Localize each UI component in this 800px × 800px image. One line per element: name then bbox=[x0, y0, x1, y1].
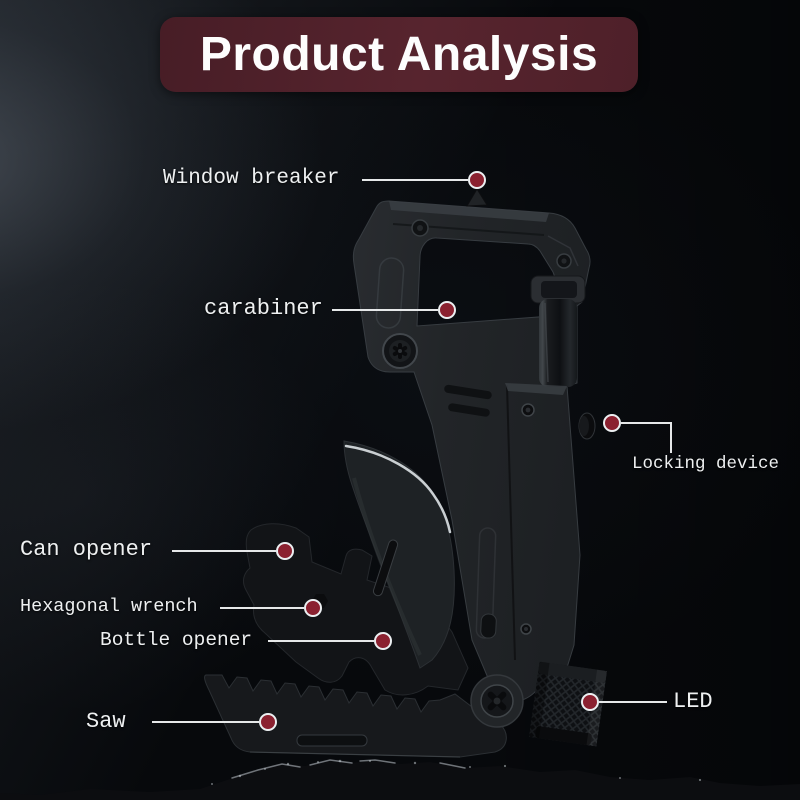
saw-slot bbox=[296, 734, 368, 747]
knife-blade bbox=[343, 440, 455, 669]
window-breaker-tip bbox=[466, 188, 488, 207]
body-screw bbox=[521, 403, 535, 417]
torx-screw bbox=[382, 333, 418, 369]
title-banner: Product Analysis bbox=[160, 17, 638, 92]
label-saw: Saw bbox=[86, 709, 126, 734]
gate-cylinder bbox=[530, 275, 586, 387]
callout-dot-icon bbox=[438, 301, 456, 319]
callout-dot-icon bbox=[304, 599, 322, 617]
callout-dot-icon bbox=[374, 632, 392, 650]
multitool-plate bbox=[242, 523, 469, 696]
leader-line-hexagonal-wrench bbox=[220, 607, 304, 609]
leader-line-carabiner bbox=[332, 309, 438, 311]
vent-slot bbox=[448, 403, 490, 417]
label-can-opener: Can opener bbox=[20, 537, 153, 562]
callout-dot-icon bbox=[603, 414, 621, 432]
handle-body bbox=[444, 383, 596, 661]
blade-fuller-slot bbox=[372, 539, 399, 597]
saw-blade bbox=[204, 674, 507, 758]
pivot-screw bbox=[470, 674, 524, 728]
label-window-breaker: Window breaker bbox=[163, 167, 340, 190]
callout-dot-icon bbox=[581, 693, 599, 711]
leader-line-can-opener bbox=[172, 550, 276, 552]
frame-screw bbox=[556, 253, 572, 269]
label-carabiner: carabiner bbox=[204, 296, 323, 321]
label-locking-device: Locking device bbox=[632, 454, 780, 474]
frame-groove bbox=[375, 257, 405, 329]
label-bottle-opener: Bottle opener bbox=[100, 629, 253, 651]
rock-ground bbox=[0, 759, 800, 800]
callout-dot-icon bbox=[468, 171, 486, 189]
frame-screw bbox=[411, 219, 429, 237]
leader-line-saw bbox=[152, 721, 259, 723]
leader-line-window-breaker bbox=[362, 179, 468, 181]
leader-line-locking-device-elbow bbox=[670, 423, 672, 453]
page-title: Product Analysis bbox=[199, 28, 599, 81]
label-hexagonal-wrench: Hexagonal wrench bbox=[20, 596, 198, 617]
leader-line-led bbox=[599, 701, 667, 703]
leader-line-locking-device bbox=[621, 422, 672, 424]
frame-top-face bbox=[389, 201, 549, 222]
label-led: LED bbox=[673, 689, 713, 714]
vent-slot bbox=[444, 384, 492, 400]
flashlight-bezel bbox=[529, 661, 607, 747]
body-screw bbox=[520, 623, 532, 635]
locking-button bbox=[578, 412, 596, 440]
callout-dot-icon bbox=[276, 542, 294, 560]
leader-line-bottle-opener bbox=[268, 640, 374, 642]
callout-dot-icon bbox=[259, 713, 277, 731]
blade-edge-highlight bbox=[344, 444, 452, 534]
carabiner-frame bbox=[352, 188, 591, 702]
